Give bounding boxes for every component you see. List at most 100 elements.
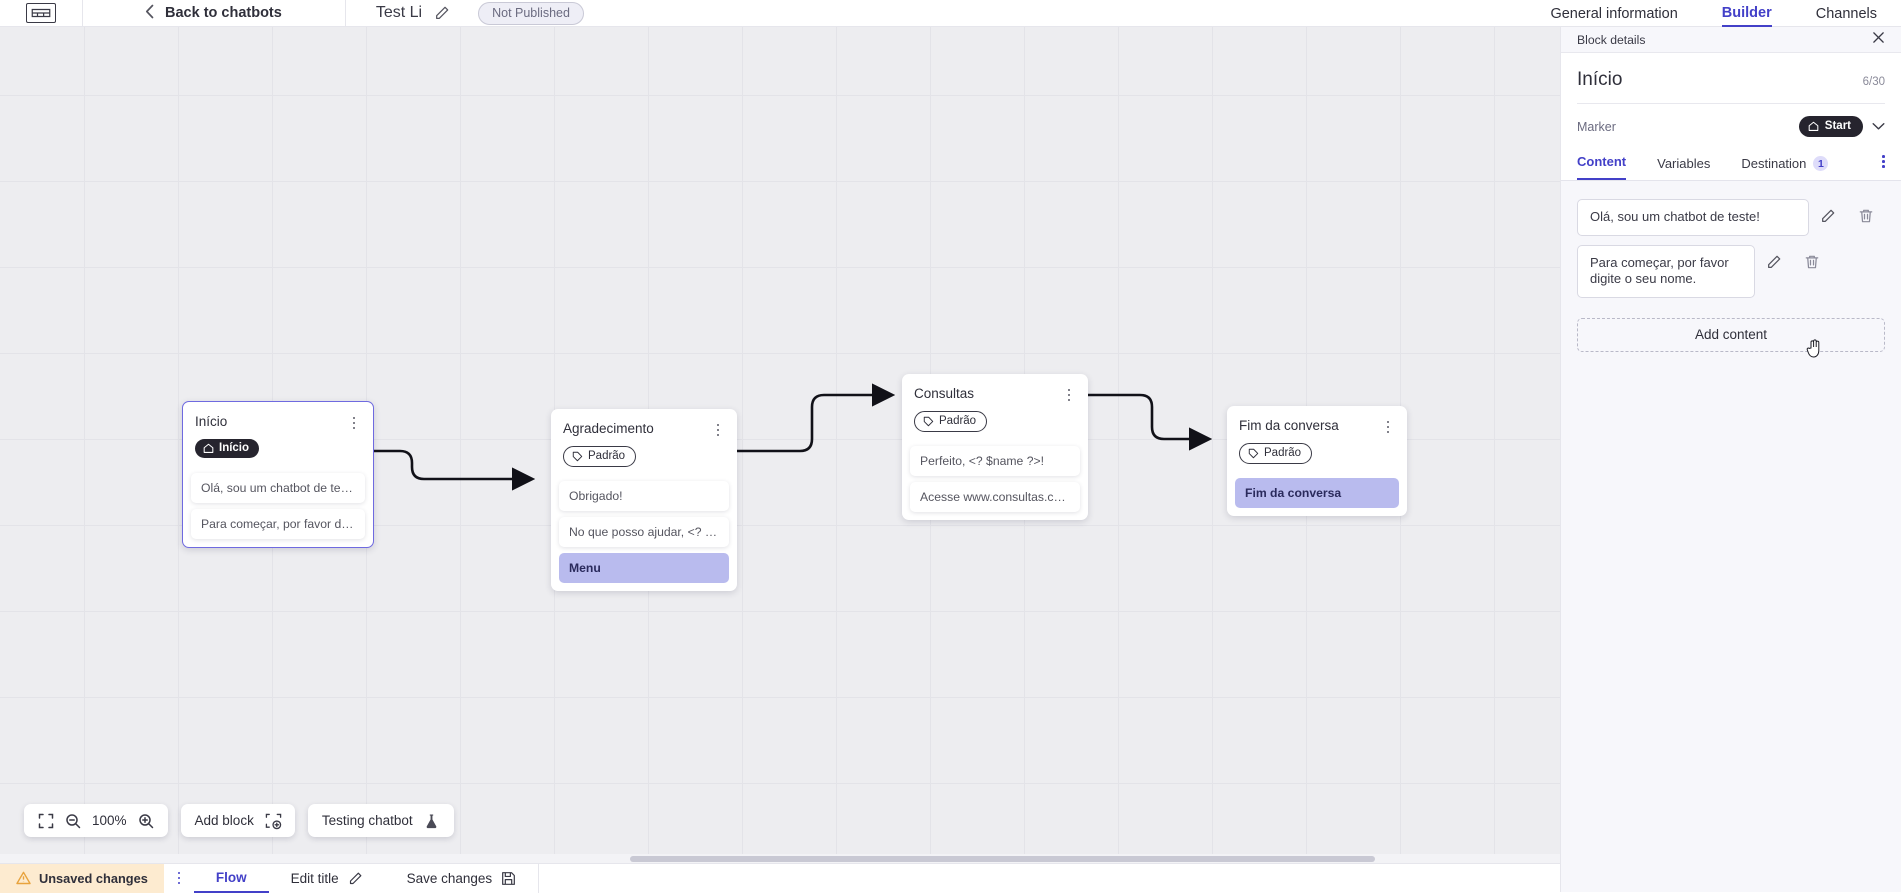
panel-tab-variables[interactable]: Variables (1657, 149, 1710, 180)
node-message-accent[interactable]: Fim da conversa (1235, 478, 1399, 508)
save-disk-icon (501, 871, 516, 886)
node-header: Início (183, 402, 373, 432)
node-tag-row: Padrão (551, 439, 737, 475)
content-edit-button[interactable] (1755, 245, 1793, 270)
node-tag-row: Início (183, 432, 373, 467)
node-title: Fim da conversa (1239, 418, 1339, 433)
marker-label: Marker (1577, 120, 1616, 134)
char-count: 6/30 (1863, 76, 1885, 88)
content-text[interactable]: Para começar, por favor digite o seu nom… (1577, 245, 1755, 298)
marker-control[interactable]: Start (1799, 116, 1885, 137)
node-message[interactable]: Para começar, por favor digite o ... (191, 509, 365, 539)
marker-chip-start[interactable]: Start (1799, 116, 1863, 137)
bottom-menu-button[interactable] (164, 864, 194, 893)
add-block-button[interactable]: Add block (181, 804, 295, 837)
top-tabs: General information Builder Channels (1506, 0, 1877, 27)
content-delete-button[interactable] (1793, 245, 1831, 270)
panel-tab-label: Variables (1657, 156, 1710, 171)
node-tag-padrao: Padrão (1239, 443, 1312, 464)
top-bar: Back to chatbots Test Li Not Published G… (0, 0, 1901, 27)
flow-node-consultas[interactable]: Consultas Padrão Perfeito, <? $name ?>! … (902, 374, 1088, 520)
topbar-divider-2 (345, 0, 346, 27)
flow-label: Flow (216, 870, 247, 885)
add-block-label: Add block (195, 813, 254, 828)
flow-canvas[interactable]: Início Início Olá, sou um chatbot de tes… (0, 27, 1560, 863)
tag-icon (1248, 448, 1259, 459)
node-message-accent[interactable]: Menu (559, 553, 729, 583)
node-message[interactable]: Obrigado! (559, 481, 729, 511)
home-icon (1808, 121, 1819, 132)
node-title: Consultas (914, 386, 974, 401)
content-delete-button[interactable] (1847, 199, 1885, 224)
chatbot-title: Test Li (376, 4, 422, 22)
content-list: Olá, sou um chatbot de teste! Para começ… (1561, 181, 1901, 307)
save-changes-label: Save changes (407, 871, 493, 886)
node-tag-row: Padrão (902, 404, 1088, 440)
node-message[interactable]: Perfeito, <? $name ?>! (910, 446, 1080, 476)
add-block-icon (265, 813, 281, 829)
app-logo-icon[interactable] (26, 3, 56, 23)
unsaved-changes-label: Unsaved changes (39, 871, 148, 886)
node-menu-button[interactable] (711, 421, 725, 439)
panel-header: Block details (1561, 27, 1901, 53)
node-message[interactable]: Acesse www.consultas.com par... (910, 482, 1080, 512)
node-tag-row: Padrão (1227, 436, 1407, 472)
node-message[interactable]: No que posso ajudar, <? $name ... (559, 517, 729, 547)
panel-tab-label: Destination (1741, 156, 1806, 171)
canvas-horizontal-scrollbar[interactable] (0, 854, 1560, 863)
scrollbar-thumb[interactable] (630, 856, 1375, 862)
add-content-button[interactable]: Add content (1577, 318, 1885, 352)
content-text[interactable]: Olá, sou um chatbot de teste! (1577, 199, 1809, 236)
flow-node-fim-da-conversa[interactable]: Fim da conversa Padrão Fim da conversa (1227, 406, 1407, 516)
back-chevron-icon[interactable] (145, 4, 154, 23)
chevron-down-icon[interactable] (1872, 118, 1885, 136)
block-name: Início (1577, 69, 1622, 91)
flow-node-agradecimento[interactable]: Agradecimento Padrão Obrigado! No que po… (551, 409, 737, 591)
edit-title-pencil-icon[interactable] (434, 5, 450, 21)
home-icon (203, 443, 214, 454)
close-icon[interactable] (1872, 31, 1885, 49)
save-changes-button[interactable]: Save changes (385, 864, 539, 893)
warning-icon (16, 871, 31, 885)
node-tag-label: Início (219, 442, 249, 454)
testing-chatbot-button[interactable]: Testing chatbot (308, 804, 454, 837)
zoom-controls: 100% (24, 804, 168, 837)
panel-tab-content[interactable]: Content (1577, 147, 1626, 180)
status-badge: Not Published (478, 2, 584, 25)
canvas-toolbar: 100% Add block Testing chatbot (24, 804, 454, 837)
zoom-out-icon[interactable] (65, 813, 81, 829)
zoom-level: 100% (92, 813, 127, 828)
node-menu-button[interactable] (1381, 418, 1395, 436)
tab-general-information[interactable]: General information (1550, 0, 1677, 27)
bottom-tab-flow[interactable]: Flow (194, 864, 269, 893)
back-to-chatbots-link[interactable]: Back to chatbots (165, 5, 282, 21)
zoom-in-icon[interactable] (138, 813, 154, 829)
tag-icon (572, 451, 583, 462)
node-header: Agradecimento (551, 409, 737, 439)
testing-chatbot-label: Testing chatbot (322, 813, 413, 828)
panel-tabs: Content Variables Destination 1 (1561, 147, 1901, 181)
node-header: Fim da conversa (1227, 406, 1407, 436)
destination-count-badge: 1 (1813, 156, 1828, 171)
content-row: Olá, sou um chatbot de teste! (1577, 199, 1885, 236)
panel-body: Início 6/30 Marker Start (1561, 53, 1901, 147)
flask-icon (424, 813, 440, 829)
flow-node-inicio[interactable]: Início Início Olá, sou um chatbot de tes… (182, 401, 374, 548)
tab-builder[interactable]: Builder (1722, 0, 1772, 27)
node-tag-label: Padrão (939, 415, 976, 427)
trash-icon (1804, 254, 1820, 270)
pencil-icon (1820, 208, 1836, 224)
panel-tab-destination[interactable]: Destination 1 (1741, 149, 1828, 180)
node-message[interactable]: Olá, sou um chatbot de teste! (191, 473, 365, 503)
node-menu-button[interactable] (347, 414, 361, 432)
content-edit-button[interactable] (1809, 199, 1847, 224)
node-tag-start: Início (195, 439, 259, 458)
node-menu-button[interactable] (1062, 386, 1076, 404)
node-tag-padrao: Padrão (563, 446, 636, 467)
topbar-divider (82, 0, 83, 27)
tag-icon (923, 416, 934, 427)
fit-screen-icon[interactable] (38, 813, 54, 829)
edit-title-button[interactable]: Edit title (269, 864, 385, 893)
panel-overflow-menu-button[interactable] (1882, 155, 1885, 180)
tab-channels[interactable]: Channels (1816, 0, 1877, 27)
